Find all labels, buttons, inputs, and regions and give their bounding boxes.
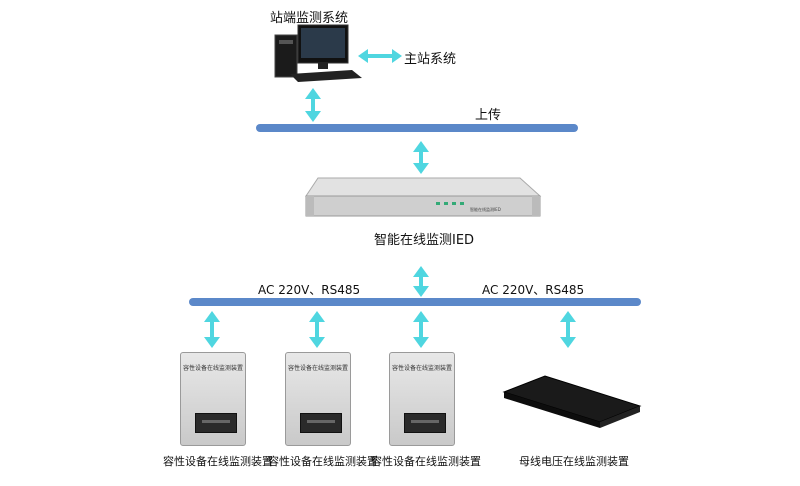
ied-front-text: 智能在线监测IED: [470, 207, 501, 212]
master-station-label: 主站系统: [404, 52, 457, 67]
field-bus: [189, 298, 641, 306]
arrow-bus-device-3: [413, 311, 429, 348]
device-label-3: 容性设备在线监测装置: [371, 455, 481, 468]
arrow-bus-device-4: [560, 311, 576, 348]
capacitive-device-box-3: 容性设备在线监测装置: [389, 352, 455, 446]
capacitive-device-box-2: 容性设备在线监测装置: [285, 352, 351, 446]
busbar-voltage-device: [502, 375, 642, 428]
device-label-2: 容性设备在线监测装置: [268, 455, 378, 468]
device-panel: [300, 413, 342, 433]
device-label-1: 容性设备在线监测装置: [163, 455, 273, 468]
bus-left-label: AC 220V、RS485: [258, 283, 361, 297]
arrow-bus-device-2: [309, 311, 325, 348]
arrow-ied-bus: [413, 266, 429, 297]
arrow-bus-ied: [413, 141, 429, 174]
device-box-title: 容性设备在线监测装置: [182, 365, 243, 372]
bus-right-label: AC 220V、RS485: [482, 283, 585, 297]
device-label-4: 母线电压在线监测装置: [519, 455, 629, 468]
upload-label: 上传: [475, 108, 502, 123]
device-box-title: 容性设备在线监测装置: [391, 365, 452, 372]
device-panel: [195, 413, 237, 433]
arrow-computer-bus: [305, 88, 321, 122]
ied-device: [305, 177, 542, 217]
computer-icon: [274, 24, 362, 82]
upload-bus: [256, 124, 578, 132]
capacitive-device-box-1: 容性设备在线监测装置: [180, 352, 246, 446]
arrow-master-link: [358, 49, 402, 63]
device-box-title: 容性设备在线监测装置: [287, 365, 348, 372]
station-system-label: 站端监测系统: [270, 11, 349, 26]
ied-label: 智能在线监测IED: [374, 233, 475, 248]
arrow-bus-device-1: [204, 311, 220, 348]
device-panel: [404, 413, 446, 433]
